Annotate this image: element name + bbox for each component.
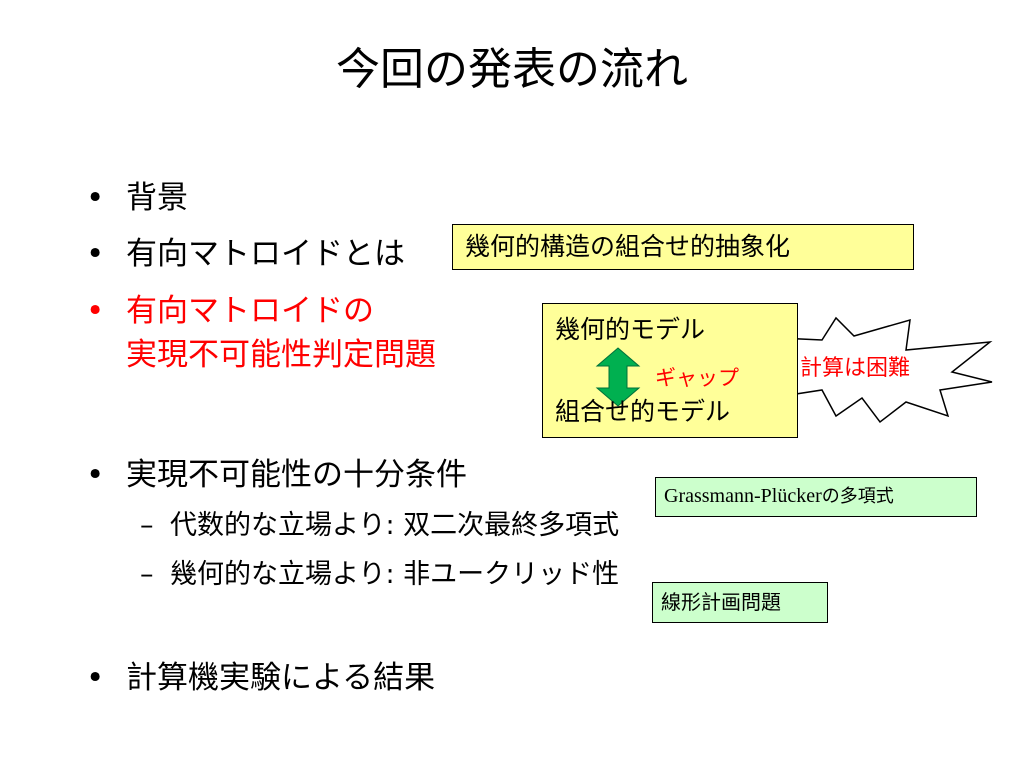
- bullet-realizability-problem: • 有向マトロイドの 実現不可能性判定問題: [86, 289, 436, 377]
- subitem-marker: –: [140, 510, 154, 541]
- grassmann-plucker-latin: Grassmann-Plücker: [664, 485, 822, 507]
- bullet-text: 計算機実験による結果: [126, 660, 436, 696]
- bullet-text: 有向マトロイドとは: [126, 236, 405, 272]
- bullet-marker: •: [86, 293, 105, 329]
- grassmann-plucker-suffix: の多項式: [821, 486, 894, 507]
- subitem-geometric: – 幾何的な立場より: 非ユークリッド性: [140, 556, 620, 594]
- linear-programming-callout: 線形計画問題: [652, 582, 828, 623]
- bullet-oriented-matroid: • 有向マトロイドとは: [86, 232, 405, 276]
- geometric-model-label: 幾何的モデル: [555, 315, 706, 344]
- subitem-text: 代数的な立場より: 双二次最終多項式: [170, 510, 620, 541]
- bullet-sufficient-conditions: • 実現不可能性の十分条件: [86, 453, 467, 497]
- hard-computation-label: 計算は困難: [800, 356, 911, 381]
- bullet-marker: •: [86, 236, 105, 272]
- subitem-algebraic: – 代数的な立場より: 双二次最終多項式: [140, 507, 620, 545]
- subitem-text: 幾何的な立場より: 非ユークリッド性: [170, 559, 620, 590]
- model-gap-box: 幾何的モデル ギャップ 組合せ的モデル: [542, 303, 798, 438]
- slide-title: 今回の発表の流れ: [336, 44, 688, 95]
- bullet-background: • 背景: [86, 176, 188, 220]
- gap-label: ギャップ: [655, 366, 739, 390]
- bullet-text: 背景: [126, 180, 188, 216]
- bullet-marker: •: [86, 180, 105, 216]
- bullet-marker: •: [86, 457, 105, 493]
- up-down-arrow-icon: [595, 347, 641, 407]
- bullet-experiment-results: • 計算機実験による結果: [86, 656, 436, 700]
- subitem-marker: –: [140, 559, 154, 590]
- bullet-text: 実現不可能性の十分条件: [126, 457, 467, 493]
- combinatorial-model-label: 組合せ的モデル: [555, 397, 731, 426]
- bullet-text-line1: 有向マトロイドの: [126, 293, 374, 329]
- bullet-marker: •: [86, 660, 105, 696]
- abstraction-callout: 幾何的構造の組合せ的抽象化: [452, 224, 914, 270]
- bullet-text-line2: 実現不可能性判定問題: [126, 337, 436, 373]
- grassmann-plucker-callout: Grassmann-Plückerの多項式: [655, 477, 977, 517]
